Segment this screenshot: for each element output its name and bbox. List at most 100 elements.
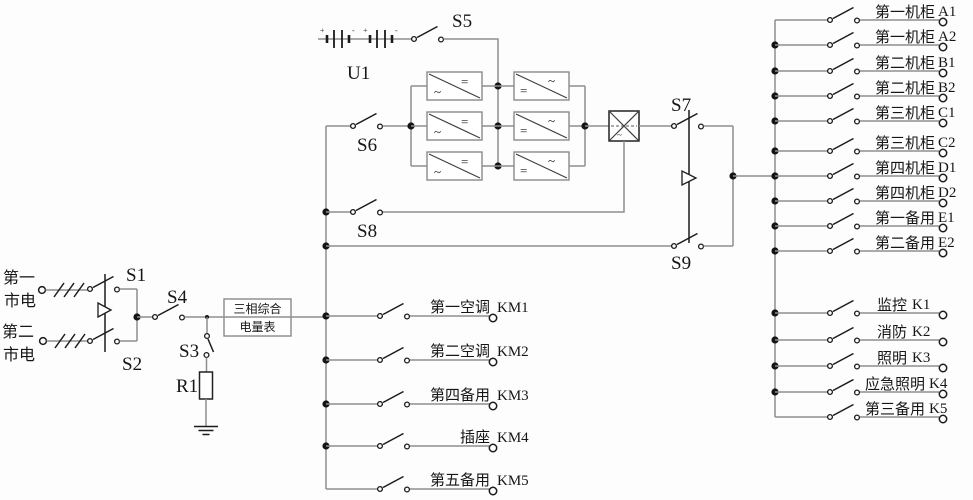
svg-text:=: = [520,83,527,98]
breaker-icon [826,403,861,421]
feeder-row-d2: 第四机柜 D2 [775,184,956,208]
feeder-code: E1 [938,210,955,226]
feeder-code: KM5 [497,473,529,489]
svg-text:=: = [461,114,468,129]
feeder-label: 第一空调 [430,298,490,316]
svg-text:~: ~ [548,73,555,88]
feeder-row-a1: 第一机柜 A1 [775,3,956,27]
breaker-icon [376,302,411,320]
feeder-code: K5 [929,401,947,417]
svg-text:~: ~ [434,84,441,99]
mains2-label-line1: 第二 [2,323,34,341]
mains1-label-line1: 第一 [3,269,35,287]
breaker-icon [376,346,411,364]
feeder-code: D2 [938,185,956,201]
inverter-3: =~ [513,151,570,181]
breaker-icon [826,82,861,100]
switch-s4: S4 [151,287,188,321]
svg-text:=: = [520,163,527,178]
battery-cell-icon-2: + - [363,26,398,48]
switch-s8-icon [349,198,384,216]
feeder-row-k1: 监控 K1 [775,297,948,320]
terminal-circle [938,17,948,27]
mains-input-2: 第二 市电 S2 [2,323,142,375]
feeder-label: 第五备用 [430,471,490,489]
resistor-r1-icon [198,371,214,400]
terminal-circle [488,313,498,323]
terminal-circle [938,389,948,399]
breaker-icon [826,162,861,180]
breaker-icon [376,432,411,450]
ground-icon [194,425,218,436]
mains2-terminal [38,336,48,346]
terminal-circle [488,357,498,367]
three-phase-marks-2 [54,333,86,349]
terminal-circle [938,337,948,347]
svg-text:~: ~ [548,153,555,168]
breaker-icon [826,352,861,370]
feeder-code: KM3 [497,388,529,404]
feeder-row-e1: 第一备用 E1 [775,209,955,233]
feeder-code: E2 [938,235,955,251]
switch-s1-label: S1 [126,265,146,286]
terminal-circle [488,401,498,411]
feeder-code: KM1 [497,300,529,316]
s3-r1-ground-branch: S3 R1 [176,315,218,436]
feeder-row-km1: 第一空调 KM1 [326,298,529,323]
feeder-code: K4 [929,376,948,392]
feeder-code: KM4 [497,430,529,446]
feeder-code: D1 [938,160,956,176]
breaker-icon [826,107,861,125]
switch-s5-label: S5 [452,11,472,32]
switch-s3-label: S3 [179,341,199,362]
breaker-icon [826,187,861,205]
feeder-row-d1: 第四机柜 D1 [775,159,956,183]
mains2-label-line2: 市电 [3,346,35,364]
svg-text:~: ~ [434,164,441,179]
feeder-row-b1: 第二机柜 B1 [775,54,956,78]
terminal-circle [938,93,948,103]
battery-u1: + - + - U1 [318,26,414,84]
svg-text:=: = [461,154,468,169]
switch-s9: S9 [326,232,705,274]
feeder-label: 监控 [877,297,907,314]
inverter-2: =~ [513,111,570,141]
terminal-circle [488,486,498,496]
feeder-label: 第二机柜 [875,79,935,97]
breaker-icon [826,57,861,75]
feeder-label: 第一机柜 [875,28,935,46]
rectifier-2: ~= [426,111,483,141]
feeder-row-km3: 第四备用 KM3 [326,386,529,411]
feeder-label: 第二空调 [430,342,490,360]
three-phase-marks-1 [53,282,85,298]
resistor-r1-label: R1 [176,376,198,397]
interlock-triangle-icon [97,301,113,319]
feeder-row-e2: 第二备用 E2 [775,234,955,258]
feeder-label: 第四机柜 [875,184,935,202]
mains-input-1: 第一 市电 S1 [3,265,146,310]
breaker-icon [826,378,861,396]
feeder-label: 第二备用 [875,234,935,252]
terminal-circle [938,414,948,424]
feeder-label: 消防 [877,324,907,341]
feeder-code: B1 [938,55,956,71]
terminal-circle [938,68,948,78]
svg-text:~: ~ [617,130,622,140]
inverter-1: =~ [513,71,570,101]
feeder-row-km5: 第五备用 KM5 [326,471,529,496]
feeder-label: 第一机柜 [875,3,935,21]
feeder-row-k4: 应急照明 K4 [775,375,948,399]
feeder-code: K1 [912,297,930,313]
dc-bus [443,38,499,166]
breaker-icon [826,6,861,24]
terminal-circle [938,310,948,320]
battery-cell-icon-1: + - [320,26,355,48]
svg-text:-: - [395,26,398,35]
feeder-code: B2 [938,80,956,96]
rectifier-3: ~= [426,151,483,181]
feeder-row-b2: 第二机柜 B2 [775,79,956,103]
svg-text:+: + [320,26,325,35]
breaker-icon [826,31,861,49]
feeder-row-k3: 照明 K3 [775,350,948,373]
